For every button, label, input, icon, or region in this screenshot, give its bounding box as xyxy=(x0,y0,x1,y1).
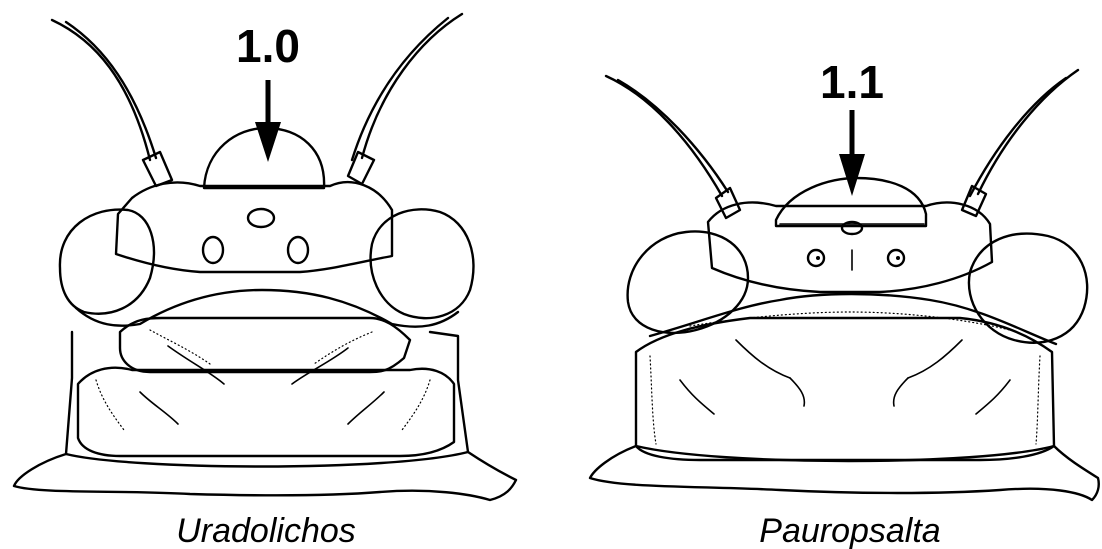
antenna-base xyxy=(143,152,172,186)
left-antenna xyxy=(52,20,150,160)
pronotum-plate xyxy=(78,368,454,456)
right-antenna xyxy=(978,70,1078,194)
compound-eye xyxy=(628,231,748,332)
right-character-state-label: 1.1 xyxy=(820,56,884,108)
left-character-state-label: 1.0 xyxy=(236,20,300,72)
lateral-ocellus xyxy=(203,237,223,263)
pronotum-anterior xyxy=(120,318,410,372)
right-arrow xyxy=(839,110,865,196)
right-genus-label: Pauropsalta xyxy=(759,512,940,549)
pronotal-collar xyxy=(14,332,516,500)
left-arrow xyxy=(255,80,281,162)
left-genus-label: Uradolichos xyxy=(176,512,356,549)
pronotum-plate xyxy=(636,318,1054,460)
uradolichos-head-drawing xyxy=(14,14,516,500)
right-antenna xyxy=(362,14,462,158)
median-ocellus xyxy=(248,209,274,227)
vertex xyxy=(708,203,992,292)
pronotal-collar xyxy=(590,446,1099,500)
pauropsalta-head-drawing xyxy=(590,70,1099,500)
vertex xyxy=(116,182,392,272)
left-antenna xyxy=(606,76,722,196)
